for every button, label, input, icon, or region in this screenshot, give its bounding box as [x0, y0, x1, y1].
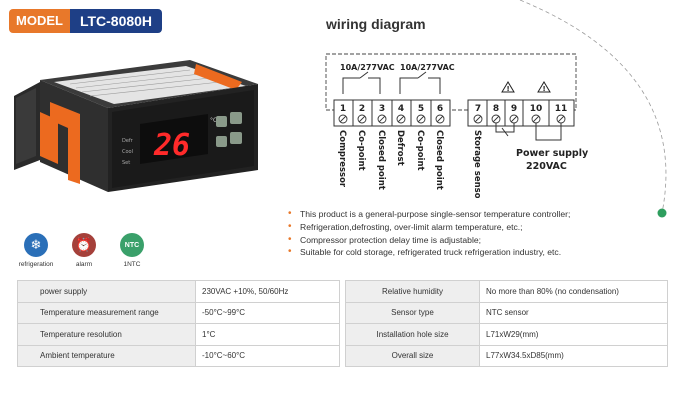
icon-item-ntc: NTC 1NTC — [114, 233, 150, 268]
svg-text:!: ! — [507, 85, 510, 93]
icon-label: 1NTC — [123, 261, 141, 268]
spec-label: Ambient temperature — [17, 344, 196, 367]
wiring-rating-right: 10A/277VAC — [400, 63, 455, 72]
terminal-number: 7 — [475, 104, 481, 114]
feature-item: This product is a general-purpose single… — [286, 208, 570, 221]
spec-value: 230VAC +10%, 50/60Hz — [195, 280, 340, 303]
table-row: Ambient temperature -10°C~60°C Overall s… — [17, 344, 668, 367]
device-label-set: Set — [122, 160, 130, 166]
spec-value: 1°C — [195, 323, 340, 346]
warning-icon: ! — [501, 81, 515, 93]
spec-value: NTC sensor — [479, 301, 668, 324]
feature-icons: ❄ refrigeration ⏰ alarm NTC 1NTC — [18, 233, 150, 268]
icon-item-alarm: ⏰ alarm — [66, 233, 102, 268]
ntc-icon: NTC — [120, 233, 144, 257]
wiring-diagram: 10A/277VAC 10A/277VAC ! ! 1 2 3 4 5 6 7 … — [325, 53, 588, 198]
wiring-rating-left: 10A/277VAC — [340, 63, 395, 72]
decorative-dot — [657, 208, 667, 218]
terminal-number: 6 — [437, 104, 443, 114]
model-badge-label: MODEL — [9, 9, 70, 33]
alarm-icon: ⏰ — [72, 233, 96, 257]
spec-label: Overall size — [345, 344, 480, 367]
device-label-defr: Defr — [122, 138, 134, 144]
spec-value: No more than 80% (no condensation) — [479, 280, 668, 303]
feature-item: Compressor protection delay time is adju… — [286, 234, 570, 247]
power-supply-label: Power supply — [516, 148, 588, 159]
spec-value: L71xW29(mm) — [479, 323, 668, 346]
terminal-label-storage-sensor: Storage sensor — [472, 130, 482, 198]
spec-label: Relative humidity — [345, 280, 480, 303]
wiring-housing — [325, 53, 577, 111]
terminal-number: 1 — [340, 104, 346, 114]
model-badge: MODEL LTC-8080H — [9, 9, 163, 33]
device-button-up-right — [230, 112, 242, 124]
spec-value: L77xW34.5xD85(mm) — [479, 344, 668, 367]
terminal-number: 2 — [359, 104, 365, 114]
device-button-up-left — [216, 116, 227, 127]
terminal-label-closed-point-2: Closed point — [434, 130, 444, 190]
terminal-label-closed-point-1: Closed point — [376, 130, 386, 190]
warning-icon: ! — [537, 81, 551, 93]
icon-label: alarm — [75, 261, 93, 268]
terminal-number: 10 — [530, 104, 543, 114]
wiring-diagram-title: wiring diagram — [326, 16, 426, 32]
model-name: LTC-8080H — [69, 9, 163, 33]
device-display-digits: 26 — [153, 128, 190, 163]
device-display-unit: °C — [210, 117, 217, 124]
spec-label: Sensor type — [345, 301, 480, 324]
spec-label: Temperature resolution — [17, 323, 196, 346]
terminal-label-co-point-1: Co-point — [356, 130, 366, 171]
terminal-number: 4 — [398, 104, 404, 114]
table-row: power supply 230VAC +10%, 50/60Hz Relati… — [17, 280, 668, 303]
icon-item-refrigeration: ❄ refrigeration — [18, 233, 54, 268]
spec-label: Temperature measurement range — [17, 301, 196, 324]
device-button-down-left — [216, 136, 227, 147]
spec-label: power supply — [17, 280, 196, 303]
terminal-label-compressor: Compressor — [337, 130, 347, 188]
snowflake-icon: ❄ — [24, 233, 48, 257]
device-label-cool: Cool — [122, 149, 133, 155]
terminal-number: 8 — [493, 104, 499, 114]
feature-item: Suitable for cold storage, refrigerated … — [286, 246, 570, 259]
terminal-label-defrost: Defrost — [395, 130, 405, 166]
feature-item: Refrigeration,defrosting, over-limit ala… — [286, 221, 570, 234]
spec-label: Installation hole size — [345, 323, 480, 346]
terminal-number: 9 — [511, 104, 517, 114]
terminal-number: 3 — [379, 104, 385, 114]
terminal-number: 5 — [418, 104, 424, 114]
power-voltage-label: 220VAC — [526, 161, 567, 172]
feature-list: This product is a general-purpose single… — [286, 208, 570, 259]
controller-device-image: 26 °C Defr Cool Set — [14, 60, 258, 192]
spec-value: -10°C~60°C — [195, 344, 340, 367]
table-row: Temperature resolution 1°C Installation … — [17, 323, 668, 346]
terminal-number: 11 — [555, 104, 568, 114]
specs-table: power supply 230VAC +10%, 50/60Hz Relati… — [17, 280, 668, 367]
icon-label: refrigeration — [18, 261, 54, 268]
svg-text:!: ! — [543, 85, 546, 93]
terminal-label-co-point-2: Co-point — [415, 130, 425, 171]
device-button-down-right — [230, 132, 242, 144]
spec-value: -50°C~99°C — [195, 301, 340, 324]
table-row: Temperature measurement range -50°C~99°C… — [17, 301, 668, 324]
